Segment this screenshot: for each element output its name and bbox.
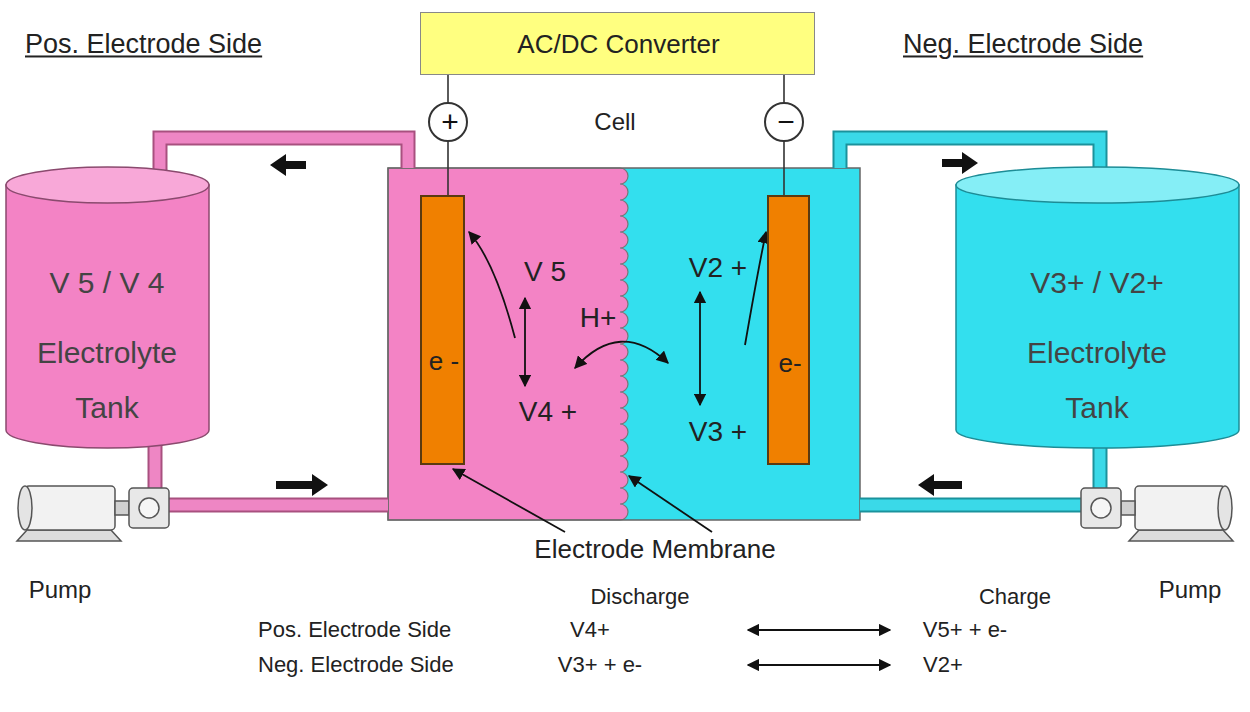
- redox-arrow: [699, 292, 701, 405]
- cell-body: [388, 168, 860, 520]
- flow-arrow: [276, 474, 328, 496]
- node-label: V3+ / V2+: [1030, 266, 1163, 301]
- pump: Pump: [1075, 478, 1235, 543]
- side-heading: Pos. Electrode Side: [25, 29, 262, 60]
- reaction-term: V4+: [570, 617, 610, 642]
- pump-base: [1129, 530, 1233, 541]
- flow-arrow: [942, 152, 978, 174]
- leader-arrow: [453, 469, 565, 532]
- pipe-bore: [860, 500, 1083, 511]
- wire: [448, 142, 449, 195]
- column-heading: Discharge: [590, 584, 689, 609]
- node-label: e -: [429, 347, 459, 377]
- wire-line: [447, 75, 449, 102]
- wire-line: [783, 142, 785, 195]
- negative-half-cell: [388, 168, 860, 520]
- node-body-text: Electrolyte Tank: [1012, 325, 1182, 435]
- electron-arrow: [745, 232, 766, 345]
- wire: [784, 142, 785, 195]
- reaction-term: V3+ + e-: [558, 652, 642, 677]
- electrolyte-pipe: [860, 505, 1083, 506]
- side-heading: Neg. Electrode Side: [903, 29, 1143, 60]
- electrolyte-tank: V 5 / V 4 Electrolyte Tank: [5, 165, 210, 450]
- pump-shape: [15, 478, 175, 543]
- terminal-circle: −: [764, 102, 804, 142]
- electrolyte-tank: V3+ / V2+ Electrolyte Tank: [955, 165, 1240, 450]
- node-label: −: [777, 105, 795, 140]
- pump-motor: [25, 486, 115, 530]
- pump-head: [129, 488, 169, 528]
- positive-half-cell: [388, 168, 628, 520]
- cell-outline: [388, 168, 860, 520]
- wire: [784, 75, 785, 102]
- cell: Celle -e-: [388, 168, 860, 520]
- pump-motor: [1135, 486, 1225, 530]
- row-heading: Pos. Electrode Side: [258, 617, 451, 642]
- ion-label: V4 +: [519, 396, 577, 428]
- row-heading: Neg. Electrode Side: [258, 652, 454, 677]
- part-name: Electrode Membrane: [534, 535, 775, 565]
- wire-line: [783, 75, 785, 102]
- pump-motor-end: [1218, 486, 1232, 530]
- reaction-double-arrow: [748, 664, 890, 666]
- pump-impeller: [1091, 498, 1111, 518]
- pump-motor-end: [18, 486, 32, 530]
- reaction-term: V2+: [923, 652, 963, 677]
- ion-label: V2 +: [689, 252, 747, 284]
- electrolyte-pipe: [167, 505, 388, 506]
- pipe-wall: [167, 498, 388, 513]
- pump-impeller: [139, 498, 159, 518]
- column-heading: Charge: [979, 584, 1051, 609]
- pipe-bore: [167, 500, 388, 511]
- pump-base: [17, 530, 121, 541]
- node-label: Pump: [29, 576, 92, 604]
- tank-body: [956, 185, 1239, 448]
- flow-arrow: [918, 474, 962, 496]
- reaction-arrows: [453, 232, 890, 665]
- flow-arrow: [270, 154, 306, 176]
- electrode: e-: [767, 195, 810, 465]
- node-label: AC/DC Converter: [517, 30, 719, 60]
- tank-top: [6, 167, 209, 203]
- pump: Pump: [15, 478, 175, 543]
- node-label: Cell: [594, 108, 635, 136]
- node-label: +: [441, 105, 459, 140]
- pump-coupling: [115, 501, 129, 515]
- electrode: e -: [420, 195, 465, 465]
- wire: [448, 75, 449, 102]
- node-label: V 5 / V 4: [49, 266, 164, 301]
- tank-body: [6, 185, 209, 448]
- reaction-double-arrow: [748, 629, 890, 631]
- tank-top: [956, 167, 1239, 203]
- node-label: e-: [778, 349, 801, 379]
- pipe-wall: [860, 498, 1083, 513]
- ion-label: V 5: [524, 256, 566, 288]
- node-label: Pump: [1159, 576, 1222, 604]
- redox-arrow: [524, 298, 526, 386]
- wire-line: [447, 142, 449, 195]
- leader-arrow: [629, 476, 712, 532]
- electron-arrow: [469, 232, 515, 338]
- ion-label: V3 +: [689, 416, 747, 448]
- reaction-term: V5+ + e-: [923, 617, 1007, 642]
- node-body-text: Electrolyte Tank: [22, 325, 192, 435]
- proton-arrow: [575, 342, 668, 368]
- flow-arrows: [270, 152, 978, 496]
- converter-box: AC/DC Converter: [420, 12, 815, 75]
- pump-shape: [1075, 478, 1235, 543]
- terminal-circle: +: [428, 102, 468, 142]
- pump-head: [1081, 488, 1121, 528]
- pump-coupling: [1121, 501, 1135, 515]
- ion-label: H+: [580, 302, 617, 334]
